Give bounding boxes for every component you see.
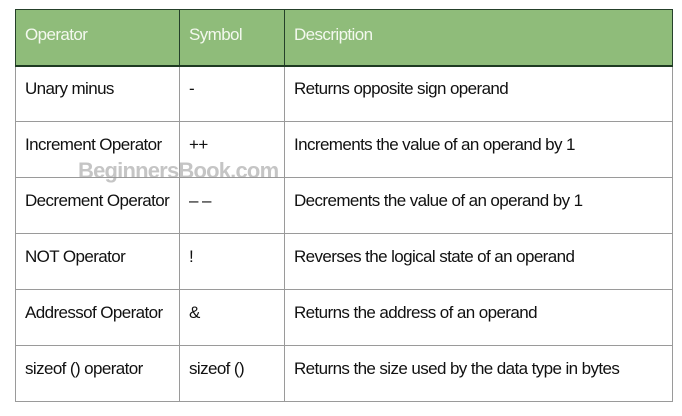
symbol-cell: – – [179, 177, 285, 234]
table-row: Decrement Operator – – Decrements the va… [15, 177, 673, 234]
description-cell: Reverses the logical state of an operand [284, 233, 673, 290]
symbol-cell: - [179, 65, 285, 122]
operator-cell: Increment Operator [15, 121, 180, 178]
description-cell: Returns the size used by the data type i… [284, 345, 673, 402]
table-row: Unary minus - Returns opposite sign oper… [15, 65, 673, 122]
operator-cell: Addressof Operator [15, 289, 180, 346]
operator-cell: NOT Operator [15, 233, 180, 290]
column-header-description: Description [284, 9, 673, 67]
description-cell: Returns the address of an operand [284, 289, 673, 346]
symbol-cell: sizeof () [179, 345, 285, 402]
header-row: Operator Symbol Description [15, 9, 673, 67]
table-header: Operator Symbol Description [15, 9, 673, 67]
symbol-cell: ! [179, 233, 285, 290]
table-row: Addressof Operator & Returns the address… [15, 289, 673, 346]
table-row: NOT Operator ! Reverses the logical stat… [15, 233, 673, 290]
symbol-cell: & [179, 289, 285, 346]
unary-operators-table: Operator Symbol Description Unary minus … [15, 9, 673, 402]
description-cell: Returns opposite sign operand [284, 65, 673, 122]
description-cell: Decrements the value of an operand by 1 [284, 177, 673, 234]
table-body: Unary minus - Returns opposite sign oper… [15, 65, 673, 402]
operator-cell: sizeof () operator [15, 345, 180, 402]
operator-cell: Unary minus [15, 65, 180, 122]
column-header-operator: Operator [15, 9, 180, 67]
description-cell: Increments the value of an operand by 1 [284, 121, 673, 178]
operator-cell: Decrement Operator [15, 177, 180, 234]
table-row: sizeof () operator sizeof () Returns the… [15, 345, 673, 402]
symbol-cell: ++ [179, 121, 285, 178]
table-row: Increment Operator ++ Increments the val… [15, 121, 673, 178]
column-header-symbol: Symbol [179, 9, 285, 67]
